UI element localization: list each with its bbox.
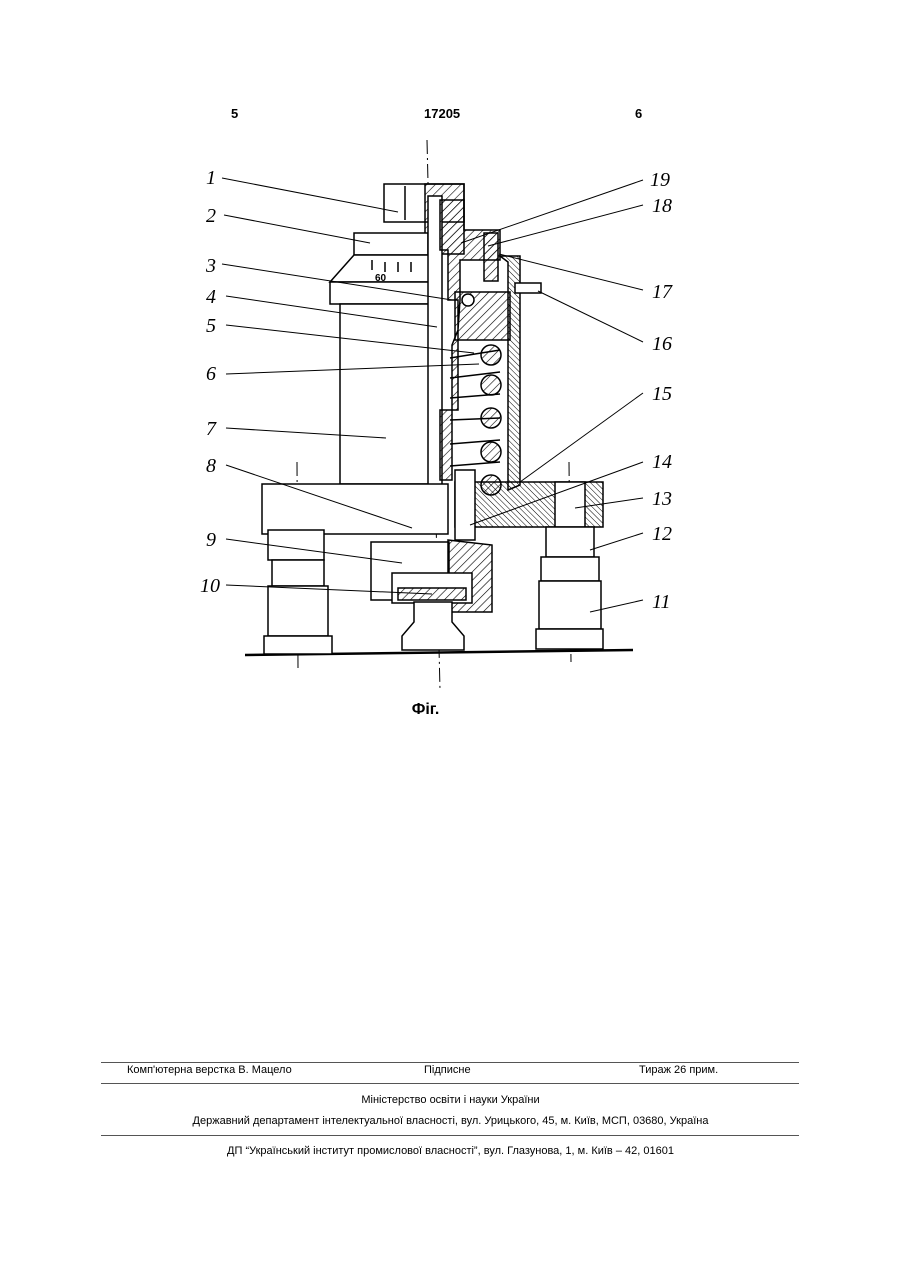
footer-rule-bottom	[101, 1135, 799, 1136]
label-17: 17	[652, 281, 673, 303]
label-19: 19	[650, 169, 670, 191]
label-4: 4	[206, 286, 216, 308]
label-15: 15	[652, 383, 672, 405]
label-11: 11	[652, 591, 671, 613]
label-9: 9	[206, 529, 216, 551]
label-6: 6	[206, 363, 216, 385]
label-10: 10	[200, 575, 220, 597]
label-13: 13	[652, 488, 672, 510]
label-2: 2	[206, 205, 216, 227]
label-12: 12	[652, 523, 672, 545]
label-7: 7	[206, 418, 217, 440]
technical-drawing: 60 1 2 3 4 5 6 7 8 9 10 11 12 13 14 15 1…	[0, 0, 901, 720]
footer-signed: Підписне	[424, 1064, 471, 1076]
footer-institute: ДП “Український інститут промислової вла…	[0, 1145, 901, 1157]
scale-label: 60	[375, 273, 387, 284]
figure-caption: Фіг.	[0, 701, 851, 719]
label-16: 16	[652, 333, 672, 355]
footer-rule-middle	[101, 1083, 799, 1084]
label-18: 18	[652, 195, 672, 217]
footer-circulation: Тираж 26 прим.	[639, 1064, 718, 1076]
label-14: 14	[652, 451, 672, 473]
label-1: 1	[206, 167, 216, 189]
label-3: 3	[205, 255, 216, 277]
footer-ministry: Міністерство освіти і науки України	[0, 1094, 901, 1106]
label-8: 8	[206, 455, 216, 477]
footer-department: Державний департамент інтелектуальної вл…	[0, 1115, 901, 1127]
footer-rule-top	[101, 1062, 799, 1063]
label-5: 5	[206, 315, 216, 337]
footer-layout: Комп'ютерна верстка В. Мацело	[127, 1064, 292, 1076]
